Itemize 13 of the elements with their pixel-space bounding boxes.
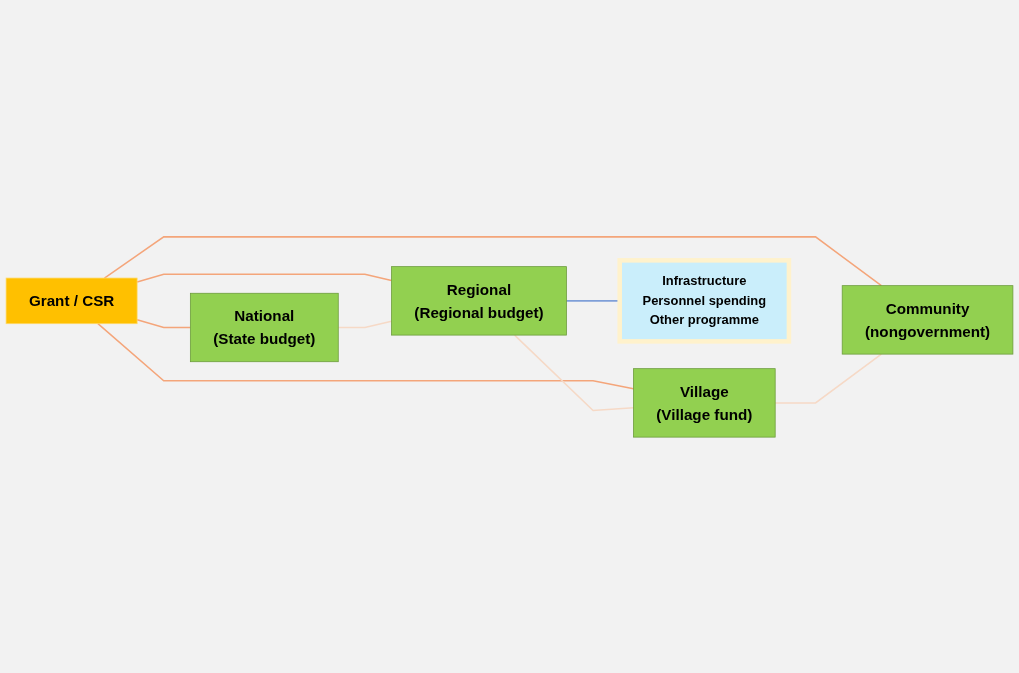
node-box: National (State budget) [190,292,339,362]
connector [513,333,635,411]
connector [103,235,883,286]
node-box: Regional (Regional budget) [391,265,567,335]
node-box: Grant / CSR [5,277,138,324]
node-box: Infrastructure Personnel spending Other programme [617,257,792,344]
connector [136,318,192,328]
node-box: Community (nongovernment) [841,284,1014,354]
connector [774,352,883,404]
connector [337,320,393,328]
connector [136,273,393,283]
node-box: Village (Village fund) [633,367,776,437]
connector [97,322,635,390]
